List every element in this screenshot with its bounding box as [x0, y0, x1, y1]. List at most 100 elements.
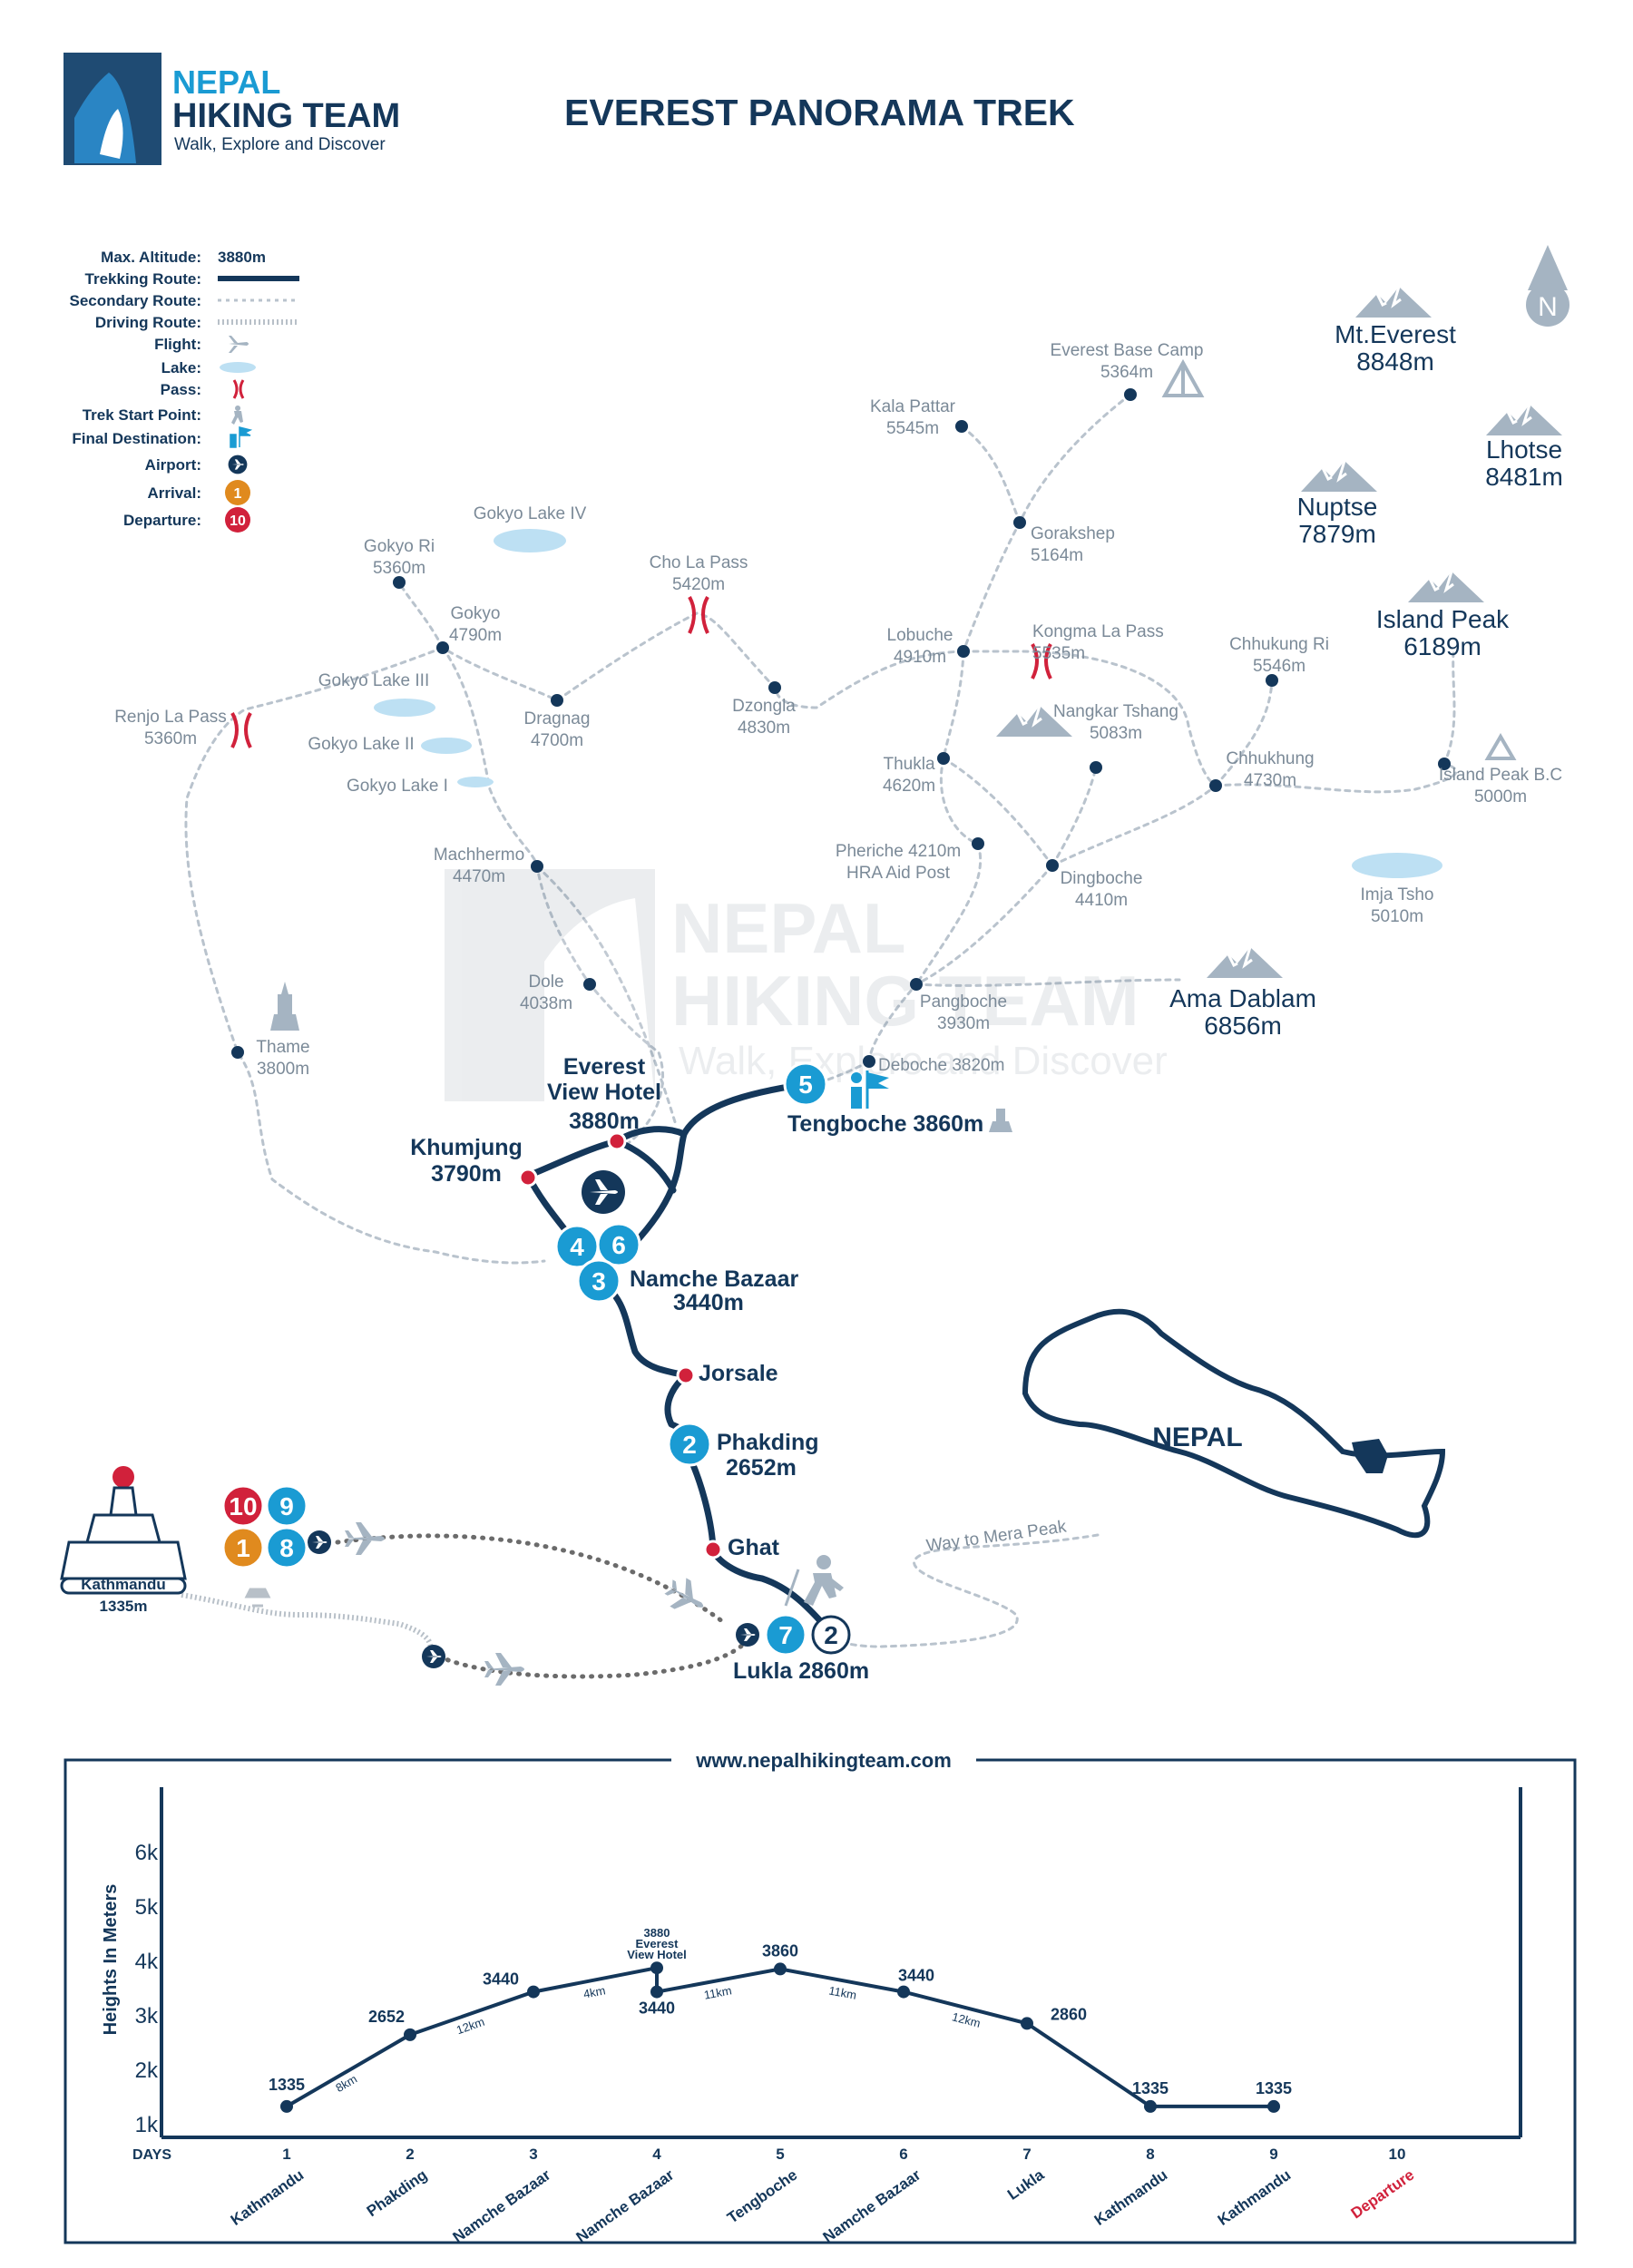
altitude-data-label: 3440 [639, 1999, 675, 2018]
peak-altitude: 6856m [1204, 1012, 1282, 1040]
altitude-point [404, 2028, 416, 2041]
altitude-point [527, 1985, 540, 1999]
place-altitude: 4620m [883, 777, 935, 796]
peak-name: Ama Dablam [1169, 984, 1316, 1012]
ghat-point [703, 1540, 723, 1559]
altitude-point [650, 1961, 663, 1975]
legend-label: Flight: [154, 336, 201, 353]
passes [230, 596, 1052, 748]
brand-tagline: Walk, Explore and Discover [174, 135, 386, 154]
hiker-icon [231, 406, 243, 425]
place-name: Kala Pattar [870, 397, 956, 416]
place-name: Dzongla [732, 697, 796, 716]
place-altitude: 4700m [531, 731, 583, 750]
place-dot [957, 645, 970, 658]
place-name: Nangkar Tshang [1053, 702, 1178, 721]
day-badge [221, 1484, 265, 1528]
place-name: Gokyo Lake IV [474, 504, 587, 523]
compass-label: N [1538, 292, 1558, 322]
tengboche-monastery-icon [989, 1109, 1012, 1132]
flight-in-plane-icon [345, 1522, 385, 1555]
place-altitude: 5360m [144, 729, 197, 748]
day-badge [576, 1258, 621, 1304]
place-dot [768, 681, 781, 694]
island-peak-bc-tent-icon [1484, 733, 1517, 760]
place-name: Gokyo Ri [364, 537, 435, 556]
place-dot [393, 576, 406, 589]
compass-circle [1526, 283, 1569, 327]
day-badge-number: 3 [592, 1267, 606, 1295]
route-thukla-dingboche [942, 757, 1054, 867]
plane-icon [229, 336, 249, 353]
flight-in-plane-icon-2 [660, 1572, 712, 1621]
country-label: NEPAL [1152, 1422, 1242, 1452]
place-name: Thame [256, 1038, 309, 1057]
x-tick-day: 8 [1146, 2146, 1154, 2163]
watermark: NEPAL HIKING TEAM Walk, Explore and Disc… [445, 869, 1168, 1101]
lakes [374, 529, 1442, 878]
day-badge-number: 10 [229, 1492, 257, 1520]
x-tick-day: 10 [1389, 2146, 1406, 2163]
place-dot [436, 641, 449, 654]
place-name: Gokyo [451, 604, 501, 623]
chart-xlabel: DAYS [132, 2147, 171, 2163]
route-ama-dablam [914, 978, 1181, 987]
watermark-mountain-icon [544, 898, 655, 1101]
altitude-data-label: 3440 [483, 1970, 519, 1989]
segment-distance: 11km [827, 1983, 857, 2001]
day-badge [221, 1526, 265, 1569]
altitude-data-label: 2652 [368, 2008, 405, 2026]
place-altitude: 5545m [886, 419, 939, 438]
place-dot [1266, 674, 1278, 687]
day-badge [265, 1526, 308, 1569]
khumjung-altitude: 3790m [431, 1161, 502, 1187]
peak-name: Mt.Everest [1335, 320, 1456, 348]
altitude-point [1144, 2099, 1157, 2113]
place-name: Imja Tsho [1361, 885, 1434, 904]
place-dot [937, 752, 950, 765]
legend-max-altitude: 3880m [218, 249, 266, 266]
peak-annotation: 3880 [644, 1926, 670, 1940]
ebc-tent-icon [1161, 358, 1205, 397]
peaks: Mt.Everest8848mLhotse8481mNuptse7879mIsl… [1169, 320, 1563, 1040]
tengboche-label: Tengboche 3860m [787, 1111, 983, 1137]
route-renjo-thame [184, 646, 546, 1265]
place-name: Lobuche [887, 626, 953, 645]
altitude-data-label: 3860 [762, 1941, 798, 1960]
jorsale-label: Jorsale [699, 1361, 778, 1386]
everest-view-altitude: 3880m [569, 1109, 640, 1134]
x-tick-place: Lukla [1004, 2165, 1048, 2203]
lhotse-mountain-icon [1484, 403, 1564, 437]
mera-peak-label: Way to Mera Peak [925, 1517, 1068, 1556]
place-altitude: 5535m [1032, 644, 1085, 663]
place-name: Machhermo [434, 846, 524, 865]
altitude-point [650, 1985, 663, 1999]
route-labels: Everest View Hotel 3880m Tengboche 3860m… [410, 1054, 983, 1684]
place-name: Cho La Pass [650, 553, 748, 572]
logo-hiker-icon [100, 109, 123, 159]
place-altitude: 5360m [373, 559, 425, 578]
day-badge [783, 1061, 828, 1107]
flight-routes [335, 1533, 747, 1679]
watermark-logo [445, 869, 655, 1101]
route-nangkar [1051, 766, 1098, 867]
route-cho-la [695, 611, 965, 709]
place-dot [1046, 859, 1059, 872]
altitude-point [1267, 2099, 1280, 2113]
ghat-label: Ghat [728, 1535, 780, 1560]
route-machhermo-dole [535, 865, 678, 1127]
place-name: Dragnag [524, 709, 591, 728]
legend-label: Trekking Route: [85, 270, 201, 288]
x-tick-day: 3 [529, 2146, 537, 2163]
kathmandu-stupa-icon [60, 1466, 187, 1595]
lake-icon [220, 362, 256, 373]
day-badge-number: 5 [798, 1070, 813, 1099]
x-tick-day: 4 [652, 2146, 661, 2163]
place-dot [583, 978, 596, 991]
place-name: Island Peak B.C [1439, 766, 1562, 785]
place-name: Kongma La Pass [1032, 622, 1164, 641]
segment-distance: 12km [951, 2009, 983, 2029]
